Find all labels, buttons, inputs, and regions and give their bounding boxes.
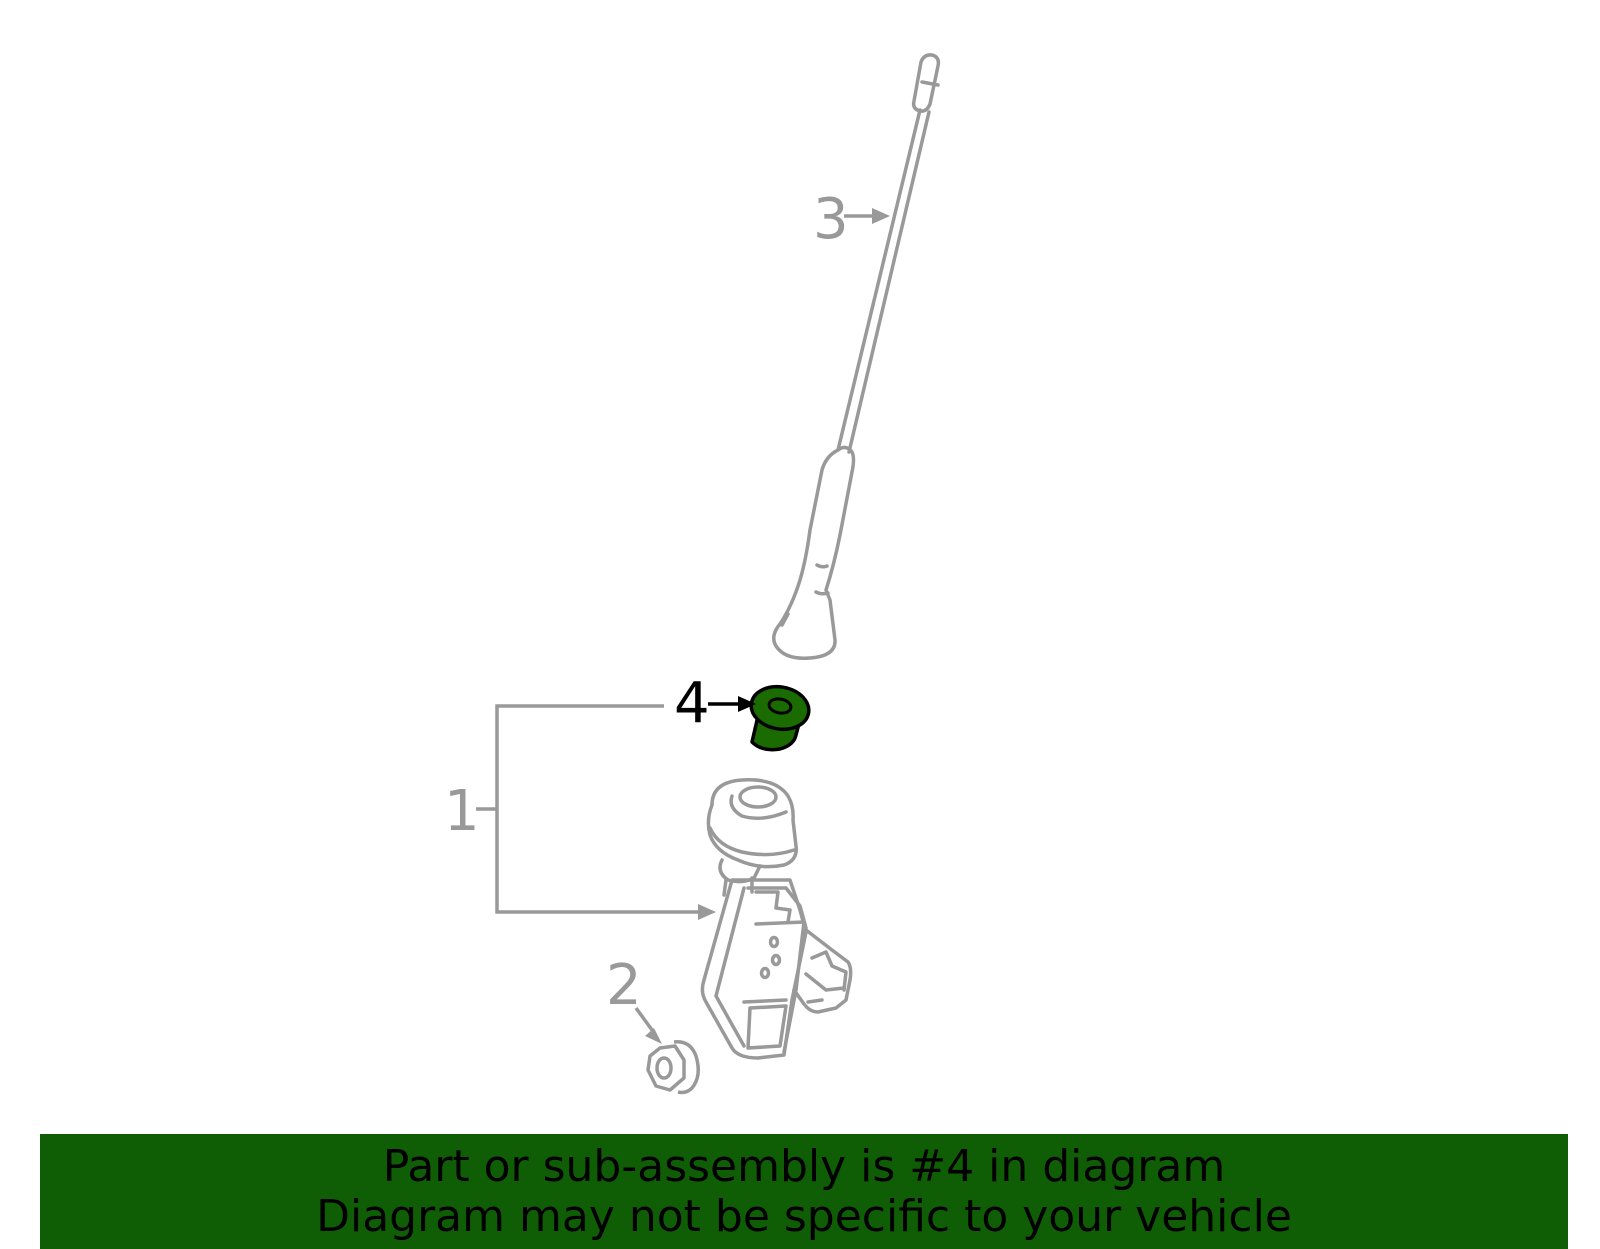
callout-arrowheads (645, 208, 890, 1044)
callout-number-4: 4 (674, 671, 710, 736)
callout-number-2: 2 (606, 953, 642, 1018)
arrowhead-item-3 (872, 208, 890, 224)
antenna-mast-part-3 (772, 53, 941, 660)
antenna-base-part-1 (700, 778, 853, 1060)
info-banner: Part or sub-assembly is #4 in diagram Di… (40, 1134, 1568, 1249)
callout-leaders (476, 214, 875, 1032)
arrowhead-item-1 (698, 904, 716, 920)
grommet-part-4-highlighted (749, 684, 811, 752)
callout-number-1: 1 (444, 779, 480, 844)
arrowhead-item-2 (645, 1028, 662, 1044)
banner-line-disclaimer: Diagram may not be specific to your vehi… (316, 1190, 1292, 1242)
arrowhead-item-4 (738, 696, 756, 712)
banner-line-part-info: Part or sub-assembly is #4 in diagram (382, 1140, 1226, 1192)
hex-nut-part-2 (646, 1040, 700, 1095)
callout-number-3: 3 (813, 187, 849, 252)
